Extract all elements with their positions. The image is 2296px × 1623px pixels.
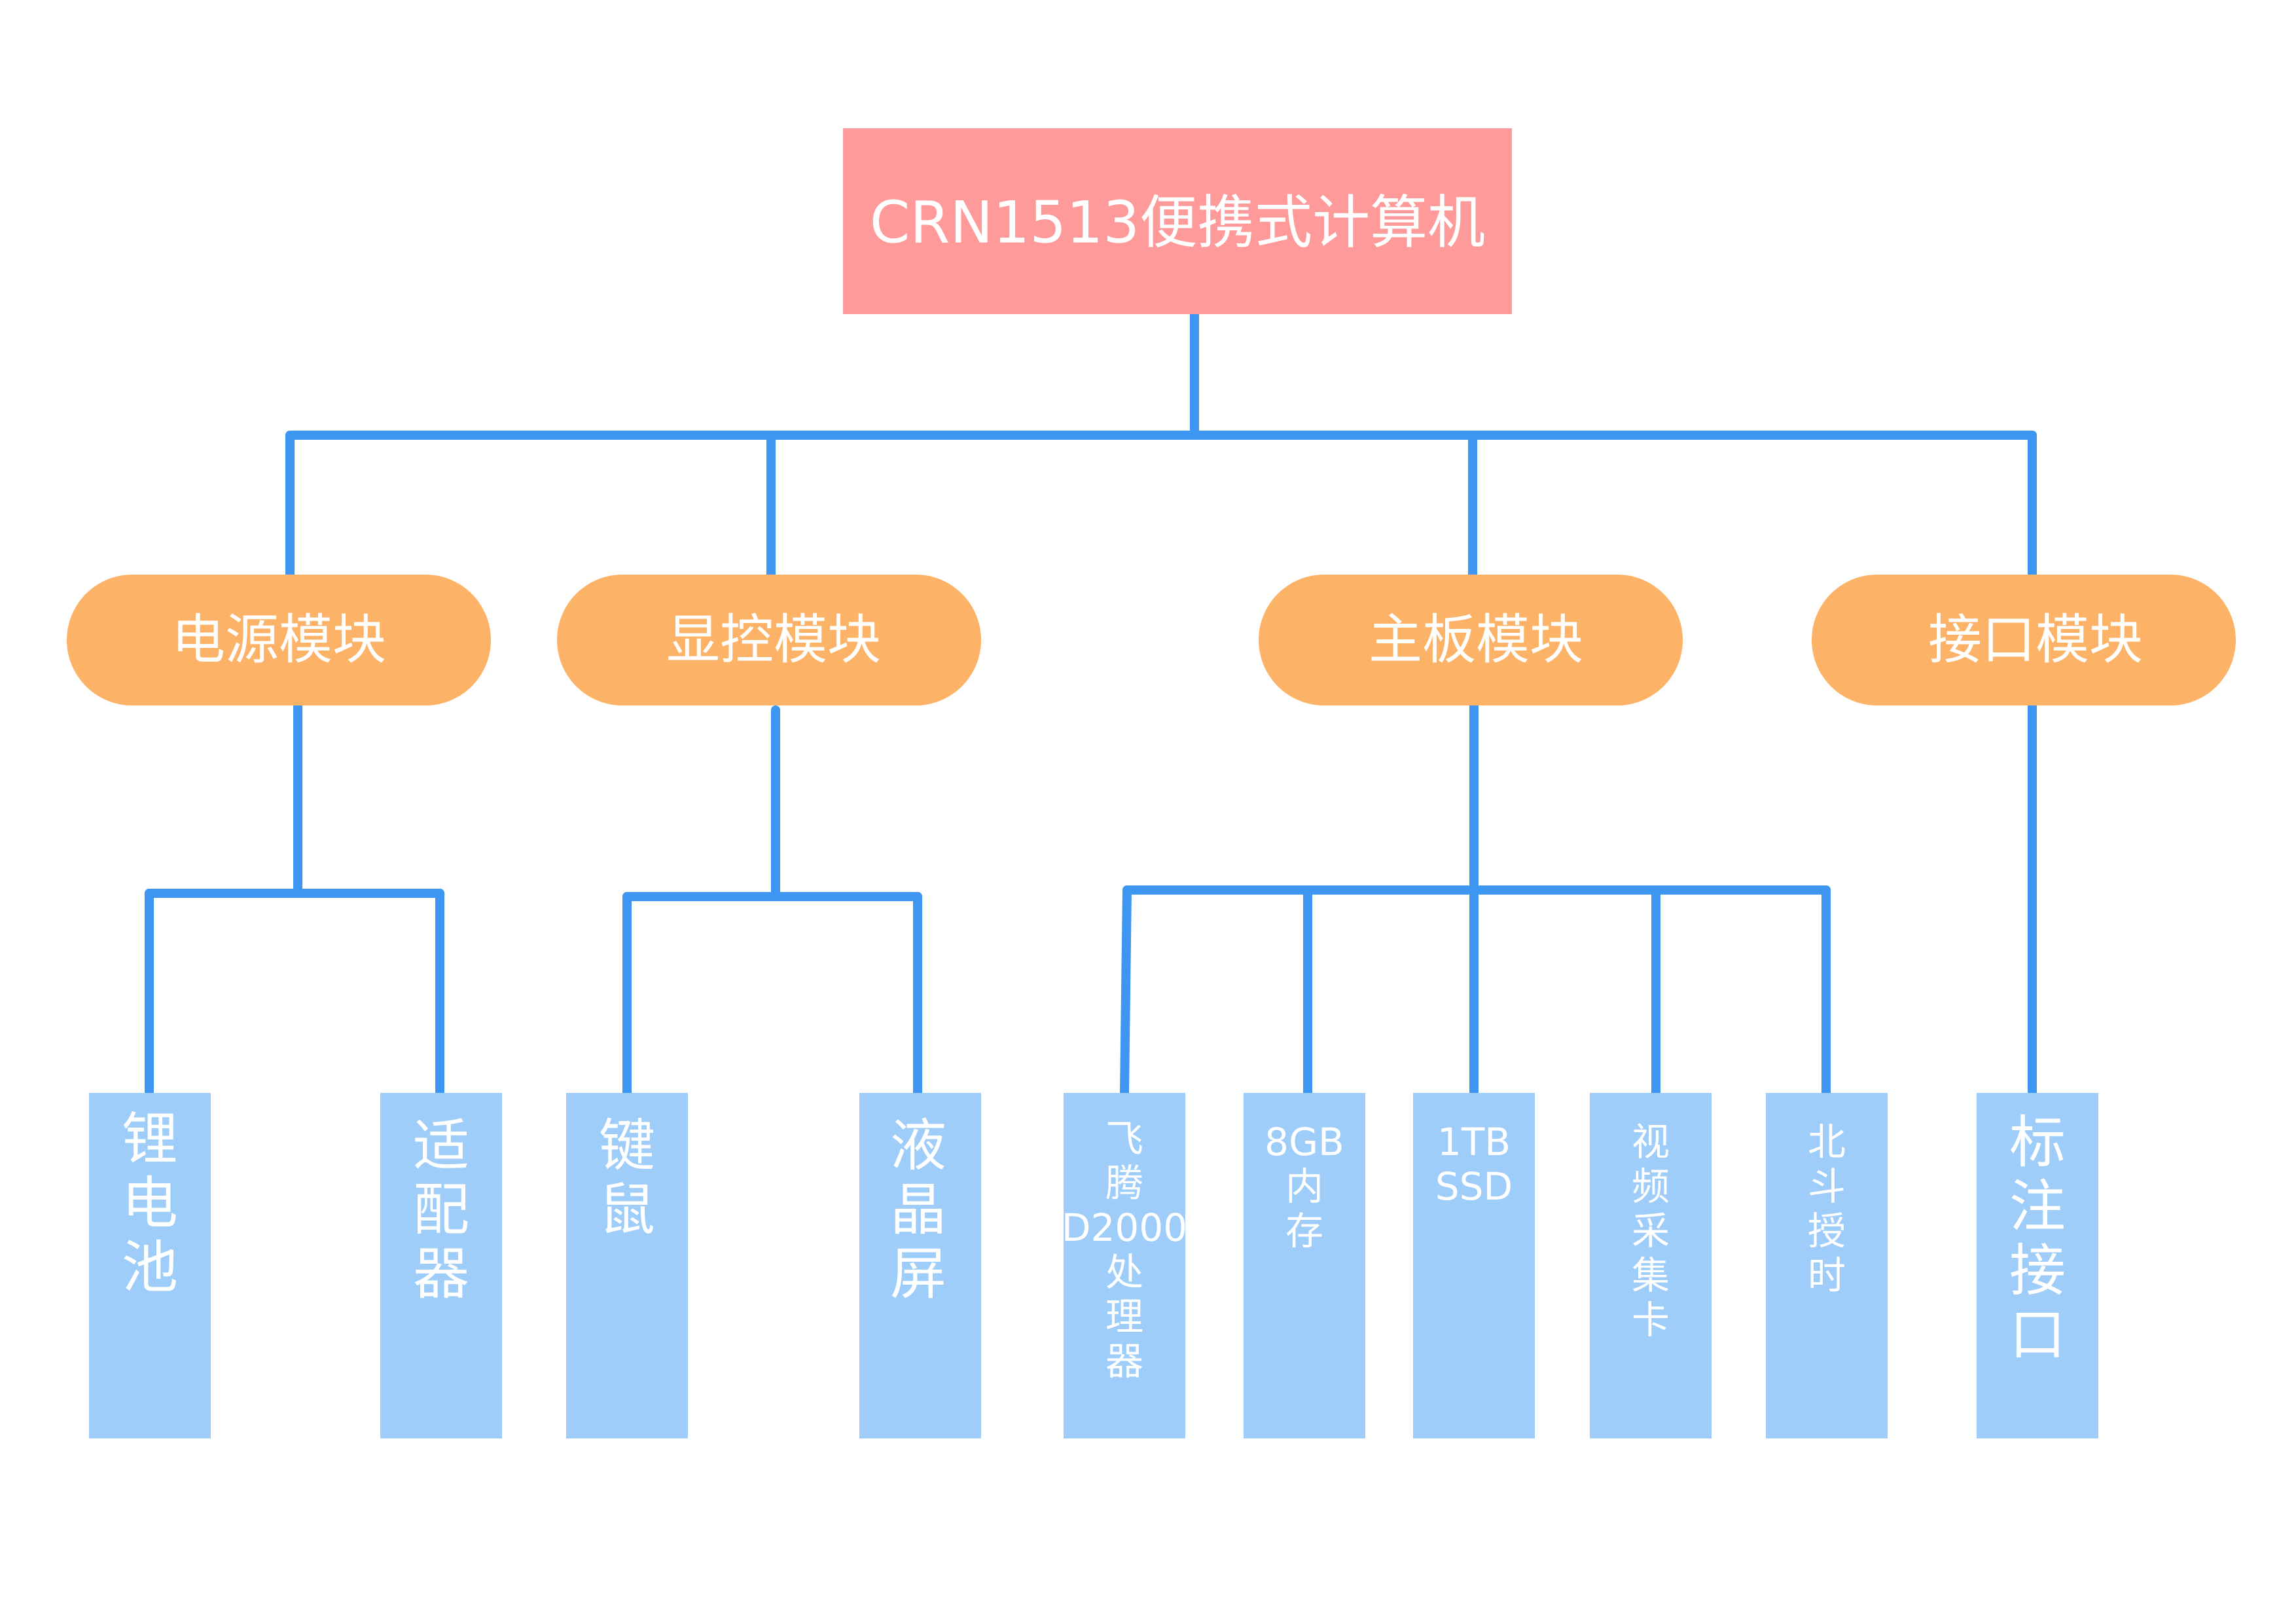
leaf-video-capture: 视频采集卡 — [1590, 1093, 1712, 1438]
leaf-label-line: D2000 — [1062, 1205, 1187, 1250]
leaf-label-line: 池 — [122, 1235, 178, 1300]
leaf-label-line: 口 — [2009, 1302, 2066, 1368]
module-interface-box — [1812, 575, 2236, 705]
root-box — [843, 128, 1512, 314]
leaf-annotation-interface-box — [1977, 1093, 2098, 1438]
leaf-label-line: 鼠 — [599, 1177, 655, 1243]
leaf-label-line: 视 — [1632, 1120, 1670, 1164]
leaf-keyboard-mouse-box — [566, 1093, 688, 1438]
module-mainboard-box — [1259, 575, 1683, 705]
leaf-adapter-box — [380, 1093, 502, 1438]
leaf-label-line: 适 — [413, 1113, 469, 1179]
leaf-label-line: 存 — [1285, 1209, 1323, 1253]
leaf-label-line: 采 — [1632, 1209, 1670, 1253]
leaf-label-line: 标 — [2009, 1110, 2066, 1175]
leaf-label-line: 1TB — [1437, 1120, 1511, 1164]
leaf-beidou-timing-box — [1766, 1093, 1888, 1438]
leaf-label-line: 器 — [1105, 1339, 1143, 1383]
leaf-label-line: 内 — [1285, 1164, 1323, 1209]
leaf-label-line: 配 — [413, 1177, 469, 1243]
leaf-adapter-label: 适配器 — [413, 1113, 469, 1307]
leaf-beidou-timing-label: 北斗授时 — [1808, 1120, 1846, 1298]
leaf-label-line: 锂 — [122, 1107, 178, 1172]
module-display-box — [557, 575, 981, 705]
leaf-keyboard-mouse-label: 键鼠 — [599, 1113, 655, 1243]
leaf-ssd-box — [1413, 1093, 1535, 1438]
leaf-label-line: 卡 — [1632, 1298, 1670, 1342]
leaf-beidou-timing: 北斗授时 — [1766, 1093, 1888, 1438]
module-interface-label: 接口模块 — [1928, 609, 2143, 671]
leaf-label-line: 授 — [1808, 1209, 1846, 1253]
module-power-label: 电源模块 — [171, 609, 386, 671]
leaf-battery: 锂电池 — [89, 1093, 211, 1438]
leaf-battery-label: 锂电池 — [122, 1107, 178, 1300]
leaf-label-line: 屏 — [890, 1241, 946, 1307]
leaf-label-line: 8GB — [1265, 1120, 1344, 1164]
leaf-label-line: 频 — [1632, 1164, 1670, 1209]
leaf-label-line: 斗 — [1808, 1164, 1846, 1209]
leaf-label-line: 注 — [2009, 1174, 2066, 1240]
leaf-video-capture-box — [1590, 1093, 1712, 1438]
leaf-video-capture-label: 视频采集卡 — [1632, 1120, 1670, 1342]
module-mainboard: 主板模块 — [1259, 575, 1683, 705]
leaf-annotation-interface: 标注接口 — [1977, 1093, 2098, 1438]
module-display-label: 显控模块 — [666, 609, 881, 671]
module-power-box — [67, 575, 491, 705]
leaf-lcd-label: 液晶屏 — [890, 1113, 946, 1307]
leaf-label-line: 器 — [413, 1241, 469, 1307]
leaf-annotation-interface-label: 标注接口 — [2009, 1110, 2066, 1368]
leaf-label-line: 处 — [1105, 1250, 1143, 1294]
leaf-lcd-box — [859, 1093, 981, 1438]
leaf-cpu-box — [1064, 1093, 1185, 1438]
leaf-label-line: 液 — [890, 1113, 946, 1179]
leaf-lcd: 液晶屏 — [859, 1093, 981, 1438]
leaf-label-line: 电 — [122, 1171, 178, 1236]
leaf-label-line: 接 — [2009, 1238, 2066, 1304]
leaf-label-line: 北 — [1808, 1120, 1846, 1164]
leaf-label-line: 集 — [1632, 1253, 1670, 1298]
leaf-label-line: 晶 — [890, 1177, 946, 1243]
leaf-label-line: 理 — [1105, 1294, 1143, 1339]
root-label: CRN1513便携式计算机 — [870, 189, 1485, 257]
connector-to-cpu — [1120, 885, 1132, 1097]
leaf-memory-box — [1244, 1093, 1365, 1438]
leaf-battery-box — [89, 1093, 211, 1438]
root-node: CRN1513便携式计算机 — [843, 128, 1512, 314]
module-display: 显控模块 — [557, 575, 981, 705]
leaf-label-line: SSD — [1435, 1164, 1513, 1209]
leaf-keyboard-mouse: 键鼠 — [566, 1093, 688, 1438]
leaf-adapter: 适配器 — [380, 1093, 502, 1438]
connector-lines — [145, 310, 2037, 1097]
leaf-label-line: 飞 — [1105, 1116, 1143, 1161]
module-mainboard-label: 主板模块 — [1369, 609, 1583, 671]
module-interface: 接口模块 — [1812, 575, 2236, 705]
module-power: 电源模块 — [67, 575, 491, 705]
leaf-label-line: 键 — [599, 1113, 655, 1179]
leaf-label-line: 腾 — [1105, 1161, 1143, 1205]
leaf-label-line: 时 — [1808, 1253, 1846, 1298]
